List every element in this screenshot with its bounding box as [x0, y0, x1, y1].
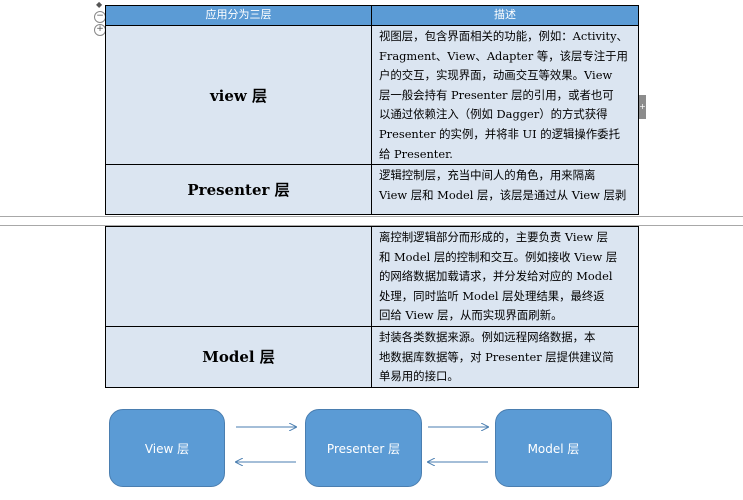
layers-table-page2: 离控制逻辑部分而形成的，主要负责 View 层 和 Model 层的控制和交互。…	[105, 226, 639, 388]
layer-desc-presenter-part2: 离控制逻辑部分而形成的，主要负责 View 层 和 Model 层的控制和交互。…	[371, 226, 639, 327]
page-break	[0, 216, 743, 226]
layer-desc-presenter-part1: 逻辑控制层，充当中间人的角色，用来隔离 View 层和 Model 层，该层是通…	[371, 164, 639, 216]
move-handle-icon[interactable]: ◆	[96, 0, 103, 9]
header-cell-desc: 描述	[371, 5, 639, 26]
header-cell-layer: 应用分为三层	[105, 5, 372, 26]
table-row-model: Model 层 封装各类数据来源。例如远程网络数据，本 地数据库数据等，对 Pr…	[105, 325, 639, 388]
layer-desc-view: 视图层，包含界面相关的功能，例如：Activity、 Fragment、View…	[371, 24, 639, 166]
layers-table-page1: 应用分为三层 描述 view 层 视图层，包含界面相关的功能，例如：Activi…	[105, 5, 639, 216]
table-row-view: view 层 视图层，包含界面相关的功能，例如：Activity、 Fragme…	[105, 24, 639, 166]
table-row-presenter-part1: Presenter 层 逻辑控制层，充当中间人的角色，用来隔离 View 层和 …	[105, 164, 639, 216]
add-column-tab[interactable]: +	[639, 95, 646, 119]
layer-name-presenter: Presenter 层	[105, 164, 372, 216]
layer-name-view: view 层	[105, 24, 372, 166]
diagram-box-view: View 层	[109, 409, 225, 487]
diagram-box-model: Model 层	[495, 409, 612, 487]
table-row-presenter-part2: 离控制逻辑部分而形成的，主要负责 View 层 和 Model 层的控制和交互。…	[105, 226, 639, 327]
collapse-icon[interactable]: −	[94, 11, 106, 23]
diagram-box-presenter: Presenter 层	[305, 409, 422, 487]
table-header-row: 应用分为三层 描述	[105, 5, 639, 26]
layer-name-model: Model 层	[105, 325, 372, 388]
layer-name-presenter-cont	[105, 226, 372, 327]
layer-desc-model: 封装各类数据来源。例如远程网络数据，本 地数据库数据等，对 Presenter …	[371, 325, 639, 388]
